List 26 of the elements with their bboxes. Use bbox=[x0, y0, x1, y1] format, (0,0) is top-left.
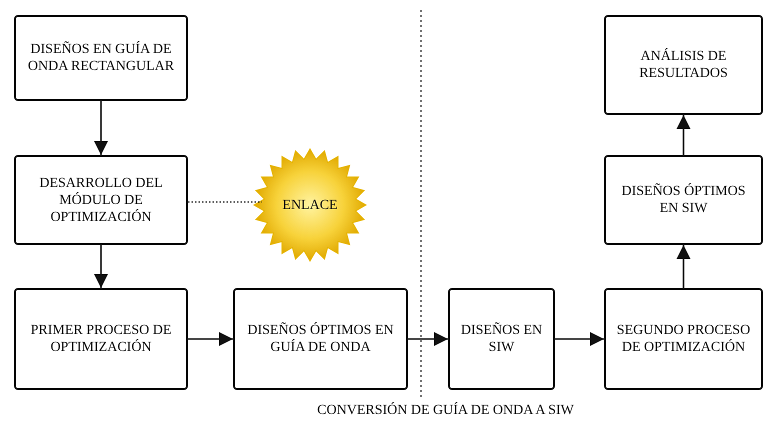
caption-text: CONVERSIÓN DE GUÍA DE ONDA A SIW bbox=[316, 402, 575, 419]
process-box bbox=[604, 155, 763, 245]
arrow bbox=[94, 101, 108, 155]
process-box bbox=[233, 288, 408, 390]
process-box bbox=[14, 155, 188, 245]
node-label: ENLACE bbox=[282, 196, 338, 214]
dotted-connector bbox=[188, 201, 262, 203]
node-label: DISEÑOS ÓPTIMOS EN SIW bbox=[620, 183, 747, 217]
node-label: SEGUNDO PROCESO DE OPTIMIZACIÓN bbox=[616, 322, 752, 356]
process-box bbox=[14, 288, 188, 390]
arrow bbox=[408, 332, 448, 346]
arrow bbox=[555, 332, 604, 346]
node-label: DISEÑOS EN SIW bbox=[460, 322, 544, 356]
process-box bbox=[604, 15, 763, 115]
node-label: PRIMER PROCESO DE OPTIMIZACIÓN bbox=[30, 322, 172, 356]
node-label: DESARROLLO DEL MÓDULO DE OPTIMIZACIÓN bbox=[38, 174, 164, 226]
arrow bbox=[94, 245, 108, 288]
process-box bbox=[14, 15, 188, 101]
node-label: DISEÑOS EN GUÍA DE ONDA RECTANGULAR bbox=[26, 41, 176, 75]
arrow bbox=[676, 245, 690, 288]
arrow bbox=[676, 115, 690, 155]
process-box bbox=[604, 288, 763, 390]
node-label: ANÁLISIS DE RESULTADOS bbox=[638, 48, 729, 82]
arrow bbox=[188, 332, 233, 346]
process-box bbox=[448, 288, 555, 390]
node-label: DISEÑOS ÓPTIMOS EN GUÍA DE ONDA bbox=[246, 322, 395, 356]
